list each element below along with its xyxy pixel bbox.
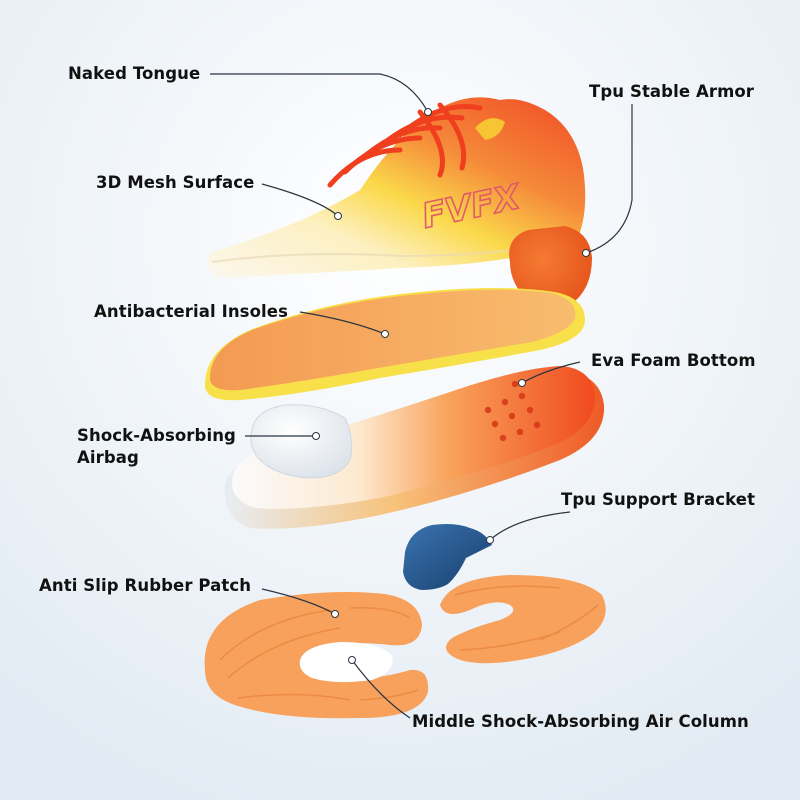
label-eva-foam-bottom: Eva Foam Bottom bbox=[591, 351, 756, 370]
antibacterial-insole bbox=[205, 288, 585, 401]
anchor-dots bbox=[312, 108, 590, 664]
anti-slip-rubber-patch bbox=[204, 592, 429, 719]
label-naked-tongue: Naked Tongue bbox=[68, 64, 201, 83]
label-anti-slip-rubber-patch: Anti Slip Rubber Patch bbox=[39, 576, 252, 595]
label-tpu-stable-armor: Tpu Stable Armor bbox=[589, 82, 755, 101]
shock-absorbing-airbag bbox=[250, 404, 353, 479]
label-airbag-line-1: Shock-Absorbing bbox=[77, 426, 236, 445]
tpu-support-bracket bbox=[403, 524, 492, 590]
label-3d-mesh-surface: 3D Mesh Surface bbox=[96, 173, 255, 192]
label-middle-air-column: Middle Shock-Absorbing Air Column bbox=[412, 712, 749, 731]
front-rubber-patch bbox=[440, 575, 606, 664]
label-shock-absorbing-airbag: Shock-Absorbing Airbag bbox=[77, 425, 257, 469]
middle-air-column bbox=[299, 642, 393, 683]
label-antibacterial-insoles: Antibacterial Insoles bbox=[94, 302, 289, 321]
label-tpu-support-bracket: Tpu Support Bracket bbox=[561, 490, 756, 509]
leader-lines bbox=[210, 73, 633, 719]
label-airbag-line-2: Airbag bbox=[77, 448, 139, 467]
